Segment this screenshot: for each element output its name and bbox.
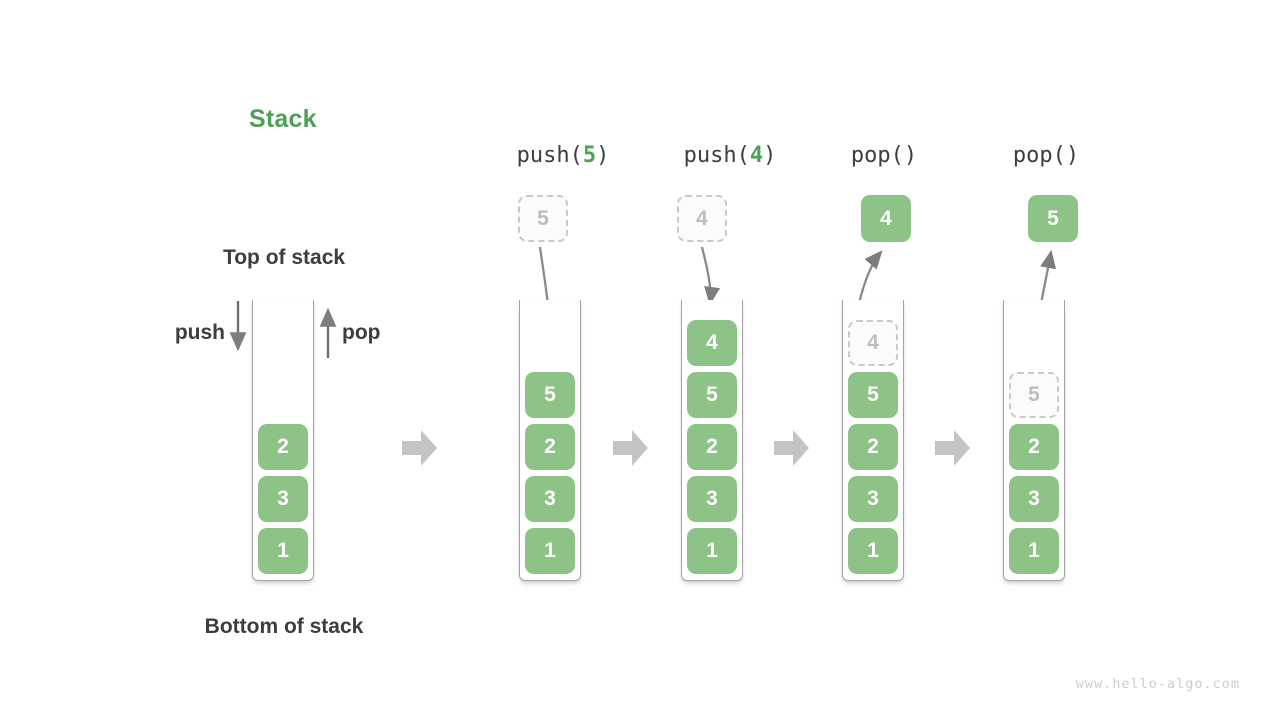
pop-label: pop bbox=[342, 321, 381, 344]
floating-value-box: 4 bbox=[861, 195, 911, 242]
op-argument: 5 bbox=[582, 143, 597, 168]
stack-blocks: 4 5 2 3 1 bbox=[843, 300, 903, 580]
push-4-curved-arrow-icon bbox=[700, 246, 721, 306]
step-right-arrow-icon bbox=[935, 430, 970, 466]
operation-label-pop-1: pop() bbox=[851, 143, 917, 168]
stack-block: 4 bbox=[687, 320, 737, 366]
op-prefix: push( bbox=[516, 143, 583, 168]
stack-block: 2 bbox=[848, 424, 898, 470]
stack-block: 2 bbox=[687, 424, 737, 470]
stack-block: 1 bbox=[848, 528, 898, 574]
watermark: www.hello-algo.com bbox=[1075, 676, 1240, 692]
step-right-arrow-icon bbox=[613, 430, 648, 466]
stack-block: 1 bbox=[687, 528, 737, 574]
operation-label-push-4: push(4) bbox=[684, 143, 777, 168]
page-title: Stack bbox=[249, 105, 317, 133]
op-suffix: ) bbox=[1065, 143, 1080, 168]
stack-slot-dashed: 4 bbox=[848, 320, 898, 366]
step-right-arrow-icon bbox=[402, 430, 437, 466]
floating-value-box: 4 bbox=[677, 195, 727, 242]
op-argument: 4 bbox=[749, 143, 764, 168]
operation-label-push-5: push(5) bbox=[517, 143, 610, 168]
stack-blocks: 2 3 1 bbox=[253, 300, 313, 580]
stack-block: 5 bbox=[525, 372, 575, 418]
stack-container-after-push-5: 5 2 3 1 bbox=[519, 300, 581, 581]
stack-block: 3 bbox=[525, 476, 575, 522]
stack-block: 5 bbox=[687, 372, 737, 418]
op-suffix: ) bbox=[903, 143, 918, 168]
stack-block: 3 bbox=[258, 476, 308, 522]
op-prefix: pop( bbox=[1012, 143, 1066, 168]
floating-value-box: 5 bbox=[1028, 195, 1078, 242]
operation-label-pop-2: pop() bbox=[1013, 143, 1079, 168]
push-label: push bbox=[174, 321, 225, 344]
stack-container-after-push-4: 4 5 2 3 1 bbox=[681, 300, 743, 581]
bottom-of-stack-label: Bottom of stack bbox=[204, 615, 364, 638]
stack-container-after-pop-5: 5 2 3 1 bbox=[1003, 300, 1065, 581]
op-suffix: ) bbox=[763, 143, 777, 168]
stack-blocks: 5 2 3 1 bbox=[1004, 300, 1064, 580]
op-suffix: ) bbox=[596, 143, 610, 168]
stack-block: 3 bbox=[687, 476, 737, 522]
stack-block: 1 bbox=[258, 528, 308, 574]
stack-block: 3 bbox=[848, 476, 898, 522]
stack-block: 2 bbox=[1009, 424, 1059, 470]
stack-block: 5 bbox=[848, 372, 898, 418]
stack-blocks: 5 2 3 1 bbox=[520, 300, 580, 580]
floating-value-box: 5 bbox=[518, 195, 568, 242]
stack-block: 2 bbox=[258, 424, 308, 470]
stack-container-initial: 2 3 1 bbox=[252, 300, 314, 581]
stack-block: 1 bbox=[1009, 528, 1059, 574]
stack-block: 2 bbox=[525, 424, 575, 470]
step-right-arrow-icon bbox=[774, 430, 809, 466]
stack-slot-dashed: 5 bbox=[1009, 372, 1059, 418]
op-prefix: push( bbox=[683, 143, 750, 168]
stack-container-after-pop-4: 4 5 2 3 1 bbox=[842, 300, 904, 581]
op-prefix: pop( bbox=[850, 143, 904, 168]
stack-block: 3 bbox=[1009, 476, 1059, 522]
stack-block: 1 bbox=[525, 528, 575, 574]
stack-blocks: 4 5 2 3 1 bbox=[682, 300, 742, 580]
top-of-stack-label: Top of stack bbox=[222, 246, 346, 269]
